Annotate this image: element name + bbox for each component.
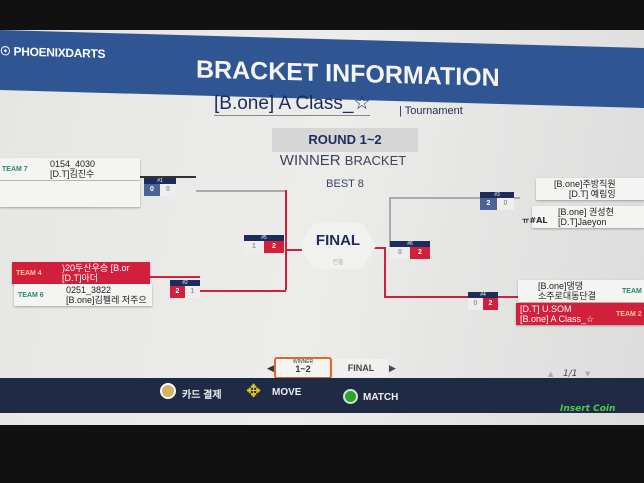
next-arrow-icon[interactable]: ▶	[389, 364, 396, 374]
bracket-screen: ☉ PHOENIXDARTS BRACKET INFORMATION [B.on…	[0, 30, 644, 425]
team-slot-empty	[0, 181, 140, 207]
bracket-line	[389, 197, 391, 247]
bracket-line	[200, 290, 286, 292]
tournament-name: [B.one] A Class_☆	[214, 93, 371, 116]
team-name: [B.one]주방직원[D.T] 예림잉	[554, 179, 616, 199]
team-slot[interactable]: TEAM 6 0251_3822[B.one]김펠레 저주으	[14, 284, 152, 306]
bracket-label: WINNER BRACKET	[268, 152, 418, 169]
round-label: ROUND 1~2	[272, 128, 418, 152]
winner-text: WINNER	[279, 152, 341, 169]
final-label: FINAL	[315, 232, 361, 249]
team-name-overflow: ㅠ#AL	[522, 216, 548, 225]
team-slot[interactable]: TEAM 7 0154_4030[D.T]김진수	[0, 158, 140, 180]
final-sub: 진출	[332, 259, 344, 266]
team-slot[interactable]: [D.T] U.SOM[B.one] A Class_☆ TEAM 2	[516, 303, 644, 325]
bracket-line	[150, 276, 200, 278]
match-label: MATCH	[363, 392, 399, 403]
bracket-line	[286, 249, 302, 251]
bracket-text: BRACKET	[344, 153, 407, 168]
bracket-line	[390, 197, 520, 199]
team-label: TEAM 7	[2, 166, 28, 173]
team-slot[interactable]: TEAM 4 )20두산우승 [B.or[D.T]아더	[12, 262, 150, 284]
logo: ☉ PHOENIXDARTS	[0, 44, 106, 61]
page-title: BRACKET INFORMATION	[196, 55, 500, 92]
bracket-line	[384, 247, 386, 297]
bracket-line	[196, 190, 286, 192]
tab-final[interactable]: FINAL	[334, 359, 388, 377]
insert-coin-label: Insert Coin	[560, 404, 616, 414]
final-node[interactable]: FINAL 진출	[300, 223, 376, 269]
team-name: 0154_4030[D.T]김진수	[50, 159, 96, 179]
team-name: [D.T] U.SOM[B.one] A Class_☆	[520, 304, 595, 324]
best-label: BEST 8	[326, 178, 364, 190]
bracket-line	[384, 296, 520, 298]
move-dpad-icon: ✥	[246, 381, 262, 402]
team-slot[interactable]: [B.one] 권성현[D.T]Jaeyon	[532, 206, 644, 228]
card-payment-label: 카드 결제	[182, 390, 222, 401]
tournament-type: | Tournament	[399, 105, 463, 117]
bracket-line	[285, 190, 287, 290]
card-icon	[160, 383, 176, 399]
page-up-icon[interactable]: ▲	[548, 370, 554, 378]
page-down-icon[interactable]: ▼	[585, 370, 591, 378]
bracket-line	[374, 247, 386, 249]
match-button-icon	[343, 389, 358, 404]
team-label: TEAM 2	[616, 311, 642, 318]
prev-arrow-icon[interactable]: ◀	[267, 364, 274, 374]
team-name: [B.one] 권성현[D.T]Jaeyon	[558, 207, 614, 227]
team-label: TEAM 6	[18, 292, 44, 299]
bottom-bar: 카드 결제 ✥ MOVE MATCH Insert Coin	[0, 378, 644, 414]
move-label: MOVE	[272, 387, 302, 398]
team-name: 0251_3822[B.one]김펠레 저주으	[66, 285, 147, 305]
team-label: TEAM	[622, 288, 642, 295]
team-slot[interactable]: [B.one]주방직원[D.T] 예림잉	[536, 178, 644, 200]
bracket-line	[140, 176, 196, 178]
logo-text: PHOENIXDARTS	[13, 44, 106, 61]
team-name: )20두산우승 [B.or[D.T]아더	[62, 263, 130, 283]
page-indicator: 1/1	[563, 369, 578, 379]
team-label: TEAM 4	[16, 270, 42, 277]
